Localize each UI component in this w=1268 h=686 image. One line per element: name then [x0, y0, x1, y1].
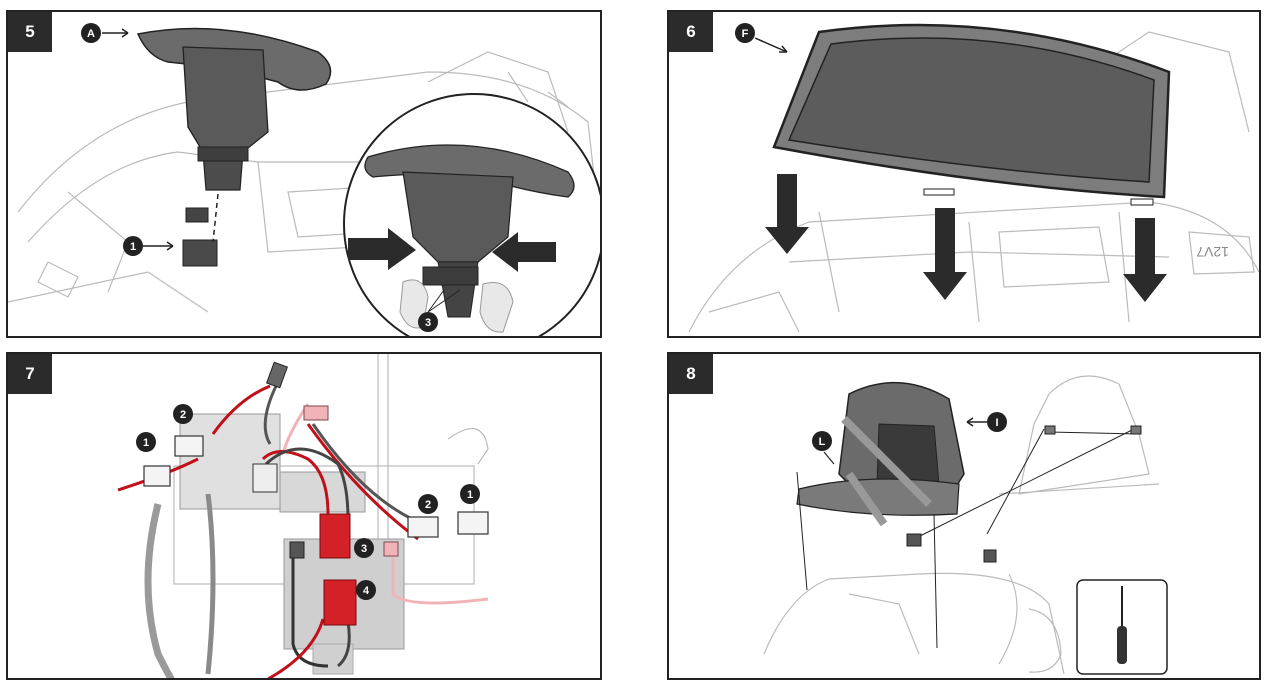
callout-1-left-label: 1 [143, 437, 149, 449]
callout-4-label: 4 [363, 585, 370, 597]
callout-i [987, 412, 1007, 432]
callout-2-right-label: 2 [425, 499, 431, 511]
step-5-panel: 5 [6, 10, 602, 338]
windshield-illustration: 12V7 F [688, 23, 1259, 333]
callout-3-label: 3 [425, 317, 431, 329]
callout-l-label: L [819, 436, 826, 448]
callout-i-label: I [995, 417, 998, 429]
callout-2-right [418, 494, 438, 514]
screwdriver-icon [1117, 586, 1127, 664]
callout-2-left [173, 404, 193, 424]
wiring-illustration: 1 2 2 1 3 4 [117, 354, 489, 678]
callout-a [81, 23, 101, 43]
step-8-panel: 8 [667, 352, 1261, 680]
callout-1 [123, 236, 143, 256]
steering-wheel-illustration: A 1 3 [8, 23, 600, 336]
callout-3-label: 3 [361, 543, 367, 555]
step-number: 5 [8, 12, 52, 52]
callout-1-left [136, 432, 156, 452]
callout-2-left-label: 2 [180, 409, 186, 421]
step-number: 8 [669, 354, 713, 394]
step-6-panel: 6 12V7 F [667, 10, 1261, 338]
callout-f [735, 23, 755, 43]
callout-1-label: 1 [130, 241, 136, 253]
callout-1-right-label: 1 [467, 489, 473, 501]
callout-l [812, 431, 832, 451]
step-number: 6 [669, 12, 713, 52]
seat-illustration: I L [763, 375, 1168, 675]
callout-3 [354, 538, 374, 558]
callout-3 [418, 312, 438, 332]
battery-label: 12V7 [1196, 244, 1229, 260]
callout-a-label: A [87, 28, 95, 40]
step-number: 7 [8, 354, 52, 394]
step-7-panel: 7 [6, 352, 602, 680]
callout-4 [356, 580, 376, 600]
callout-1-right [460, 484, 480, 504]
callout-f-label: F [742, 28, 749, 40]
